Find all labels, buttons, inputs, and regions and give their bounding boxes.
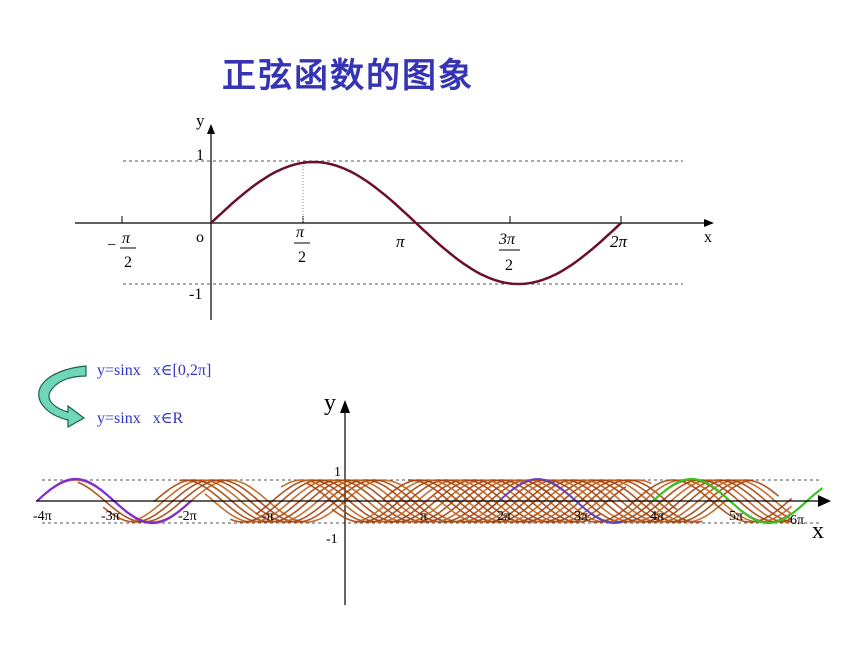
brown-sine-copy [509,479,793,523]
tick-label-neg-pi: -π [262,509,274,524]
blue-sine-segment [498,478,623,524]
top-x-axis-label: x [704,229,712,246]
bottom-y-tick-1: 1 [334,465,341,480]
bottom-sine-graph: y x 1 -1 -4π -3π -2π -π π 2π 3π 4π 5π 6π [33,390,831,605]
tick-label-neg-half-pi-sign: − [107,237,116,254]
brown-sine-copy [77,479,525,523]
green-sine-segment [652,477,824,525]
tick-label-2pi: 2π [497,509,511,524]
brown-sine-copy [255,479,703,523]
top-y-axis-label: y [196,111,205,130]
page-title: 正弦函数的图象 [222,56,474,96]
brown-sine-copy [432,479,792,523]
top-y-arrowhead [207,124,215,134]
brown-sine-copy [306,479,754,523]
tick-label-neg-2pi: -2π [178,509,197,524]
brown-sine-copy [280,479,729,523]
bottom-x-axis-label: x [812,518,824,544]
tick-label-two-pi: 2π [610,232,628,251]
tick-label-pi: π [420,509,427,524]
top-y-tick-1: 1 [196,147,204,164]
top-y-tick-m1: -1 [189,286,202,303]
bottom-y-tick-m1: -1 [326,532,338,547]
tick-label-three-half-pi-num: 3π [498,231,516,248]
curved-arrow-icon [38,365,87,429]
tick-label-neg-3pi: -3π [101,509,120,524]
tick-label-half-pi-num: π [296,224,305,241]
top-origin-label: o [196,229,204,246]
tick-label-pi: π [396,232,405,251]
bottom-y-axis-label: y [324,390,336,416]
top-sine-graph: y x o 1 -1 − π 2 π 2 π 3π 2 2π [75,111,714,320]
legend-line-interval: y=sinx x∈[0,2π] [97,362,212,379]
top-x-arrowhead [704,219,714,227]
tick-label-neg-4pi: -4π [33,509,52,524]
bottom-x-arrowhead [818,495,831,507]
bottom-y-arrowhead [340,400,350,413]
tick-label-neg-half-pi-den: 2 [124,254,132,271]
brown-sine-copy [408,479,792,523]
brown-sine-copy [153,479,602,523]
tick-label-3pi: 3π [574,509,588,524]
tick-label-5pi: 5π [729,509,743,524]
tick-label-4pi: 4π [650,509,664,524]
tick-label-6pi: 6π [790,513,804,528]
tick-label-three-half-pi-den: 2 [505,257,513,274]
brown-sine-copy [458,479,792,523]
brown-sine-copy [534,479,793,523]
brown-sine-copy [204,479,652,523]
legend-line-real: y=sinx x∈R [97,410,184,427]
top-sine-curve [210,160,622,286]
tick-label-neg-half-pi-num: π [122,230,131,247]
brown-sine-copy [230,479,678,523]
tick-label-half-pi-den: 2 [298,249,306,266]
